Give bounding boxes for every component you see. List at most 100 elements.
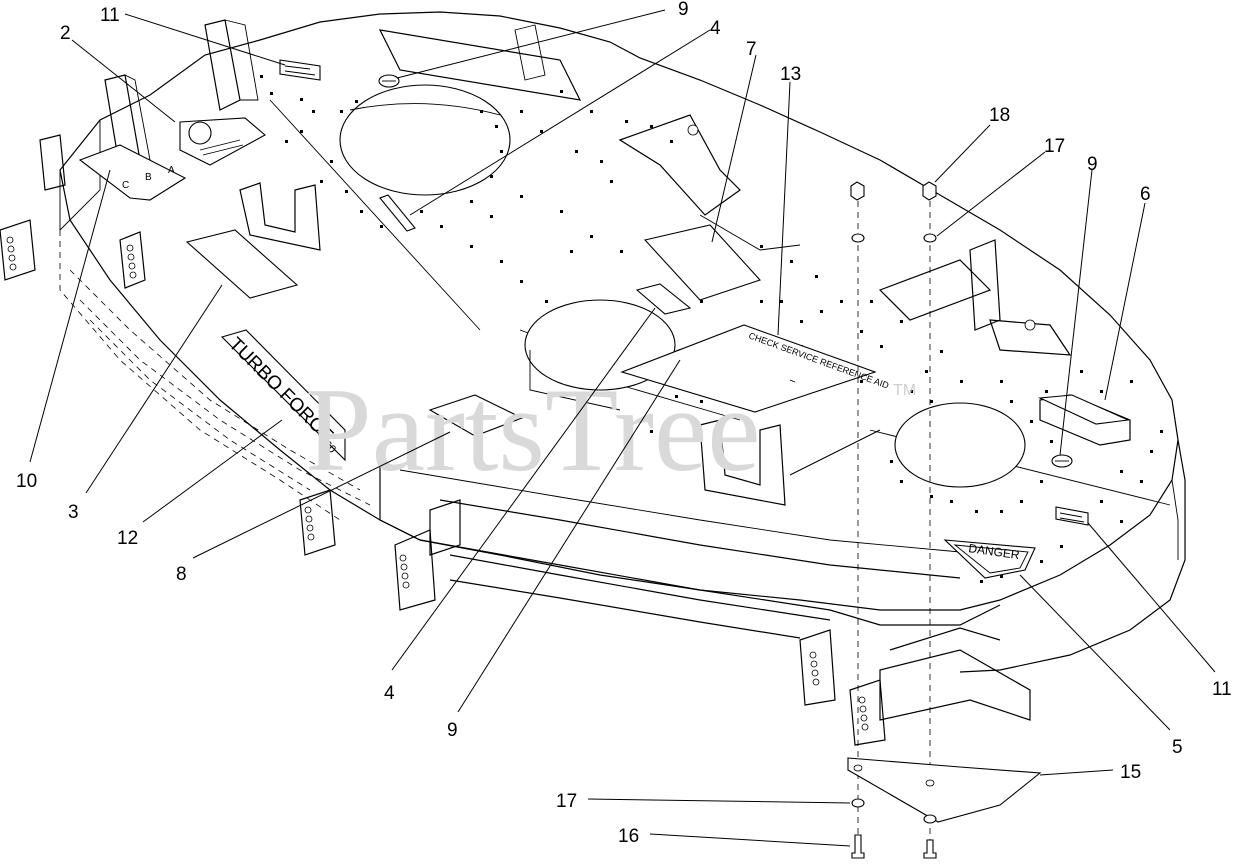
callout-7: 7 bbox=[746, 39, 757, 60]
deck-hole bbox=[890, 460, 893, 463]
callout-11-top: 11 bbox=[100, 5, 120, 26]
leader-13 bbox=[777, 81, 791, 336]
callout-4-top: 4 bbox=[710, 18, 721, 39]
decal-8 bbox=[428, 394, 524, 437]
deck-hole bbox=[1000, 575, 1003, 578]
index-letter-b: B bbox=[145, 172, 152, 183]
deck-hole bbox=[300, 98, 303, 101]
leader-4-top bbox=[409, 29, 711, 216]
deck-hole bbox=[1020, 500, 1023, 503]
deck-hole bbox=[1080, 370, 1083, 373]
decal-11-top bbox=[279, 59, 321, 81]
height-adjust-hole bbox=[8, 254, 16, 262]
washer-top-right bbox=[923, 233, 937, 243]
height-adjust-hole bbox=[307, 533, 315, 541]
hardware-stacks bbox=[847, 181, 1042, 860]
deck-hole bbox=[1120, 470, 1123, 473]
deck-hole bbox=[340, 110, 343, 113]
plug-9-right bbox=[1051, 454, 1073, 468]
deck-hole bbox=[860, 380, 863, 383]
deck-hole bbox=[575, 150, 578, 153]
decal-2-pentagon bbox=[179, 117, 266, 166]
callout-17-top: 17 bbox=[1044, 136, 1065, 157]
decal-4-bottom bbox=[635, 283, 692, 315]
leader-lines bbox=[29, 9, 1216, 847]
leader-11-right bbox=[1087, 522, 1216, 673]
callout-5: 5 bbox=[1172, 737, 1183, 758]
leader-16 bbox=[649, 833, 851, 847]
callout-15: 15 bbox=[1120, 762, 1141, 783]
deck-hole bbox=[700, 400, 703, 403]
decal-3 bbox=[185, 229, 299, 299]
deck-hole bbox=[420, 210, 423, 213]
decal-11-right bbox=[1055, 506, 1089, 526]
decal-6 bbox=[1037, 394, 1131, 425]
height-adjust-hole bbox=[399, 554, 407, 562]
deck-hole bbox=[780, 300, 783, 303]
deck-hole bbox=[480, 110, 483, 113]
deck-hole bbox=[260, 75, 263, 78]
height-adjust-hole bbox=[402, 581, 410, 589]
deck-hole bbox=[312, 110, 315, 113]
deck-hole bbox=[330, 160, 333, 163]
height-adjust-hole bbox=[304, 506, 312, 514]
nut-right bbox=[922, 181, 937, 201]
callout-10: 10 bbox=[16, 471, 37, 492]
height-adjust-hole bbox=[858, 696, 866, 704]
decal-7 bbox=[643, 224, 761, 301]
deck-hole bbox=[610, 180, 613, 183]
deck-hole bbox=[930, 495, 933, 498]
deck-hole bbox=[545, 300, 548, 303]
deck-hole bbox=[1040, 480, 1043, 483]
callout-17-bottom: 17 bbox=[556, 791, 577, 812]
deck-hole bbox=[520, 280, 523, 283]
height-adjust-hole bbox=[6, 236, 14, 244]
leader-12 bbox=[142, 419, 283, 523]
deck-hole bbox=[870, 300, 873, 303]
leader-11-top bbox=[124, 13, 286, 66]
index-letter-c: C bbox=[122, 180, 129, 191]
deck-hole bbox=[495, 125, 498, 128]
height-adjust-hole bbox=[812, 678, 820, 686]
leader-15 bbox=[1039, 769, 1114, 776]
callout-9-right: 9 bbox=[1087, 154, 1098, 175]
deck-hole bbox=[1030, 420, 1033, 423]
deck-hole bbox=[590, 235, 593, 238]
deck-hole bbox=[950, 500, 953, 503]
leader-9-bottom bbox=[457, 359, 681, 713]
carriage-bolt-left bbox=[851, 834, 865, 859]
deck-hole bbox=[880, 345, 883, 348]
leader-6 bbox=[1104, 202, 1146, 401]
deck-hole bbox=[700, 300, 703, 303]
deck-hole bbox=[1140, 480, 1143, 483]
deck-hole bbox=[930, 400, 933, 403]
callout-numbers: 11 9 2 4 7 13 18 17 9 6 10 3 12 8 4 9 5 … bbox=[16, 0, 1232, 847]
height-adjust-hole bbox=[811, 669, 819, 677]
skid-plate bbox=[847, 757, 1042, 823]
callout-6: 6 bbox=[1140, 184, 1151, 205]
height-adjust-hole bbox=[861, 723, 869, 731]
leader-8 bbox=[192, 431, 451, 559]
washer-top-left bbox=[851, 233, 865, 243]
callout-16: 16 bbox=[618, 826, 639, 847]
leader-4-bottom bbox=[391, 307, 656, 671]
washer-bottom-left bbox=[851, 798, 865, 808]
deck-hole bbox=[470, 245, 473, 248]
deck-holes bbox=[6, 75, 1163, 731]
deck-hole bbox=[1160, 430, 1163, 433]
deck-hole bbox=[840, 300, 843, 303]
callout-11-right: 11 bbox=[1212, 679, 1232, 700]
deck-hole bbox=[570, 250, 573, 253]
blade-openings bbox=[339, 84, 1026, 488]
watermark-text: PartsTree bbox=[305, 363, 761, 496]
deck-hole bbox=[360, 210, 363, 213]
right-blade-opening bbox=[894, 402, 1026, 488]
leader-7 bbox=[711, 54, 757, 243]
deck-hole bbox=[1050, 440, 1053, 443]
deck-hole bbox=[470, 200, 473, 203]
deck-hole bbox=[490, 175, 493, 178]
deck-hole bbox=[760, 300, 763, 303]
leader-5 bbox=[1019, 574, 1171, 731]
height-adjust-hole bbox=[401, 572, 409, 580]
watermark: PartsTree TM bbox=[305, 363, 916, 496]
